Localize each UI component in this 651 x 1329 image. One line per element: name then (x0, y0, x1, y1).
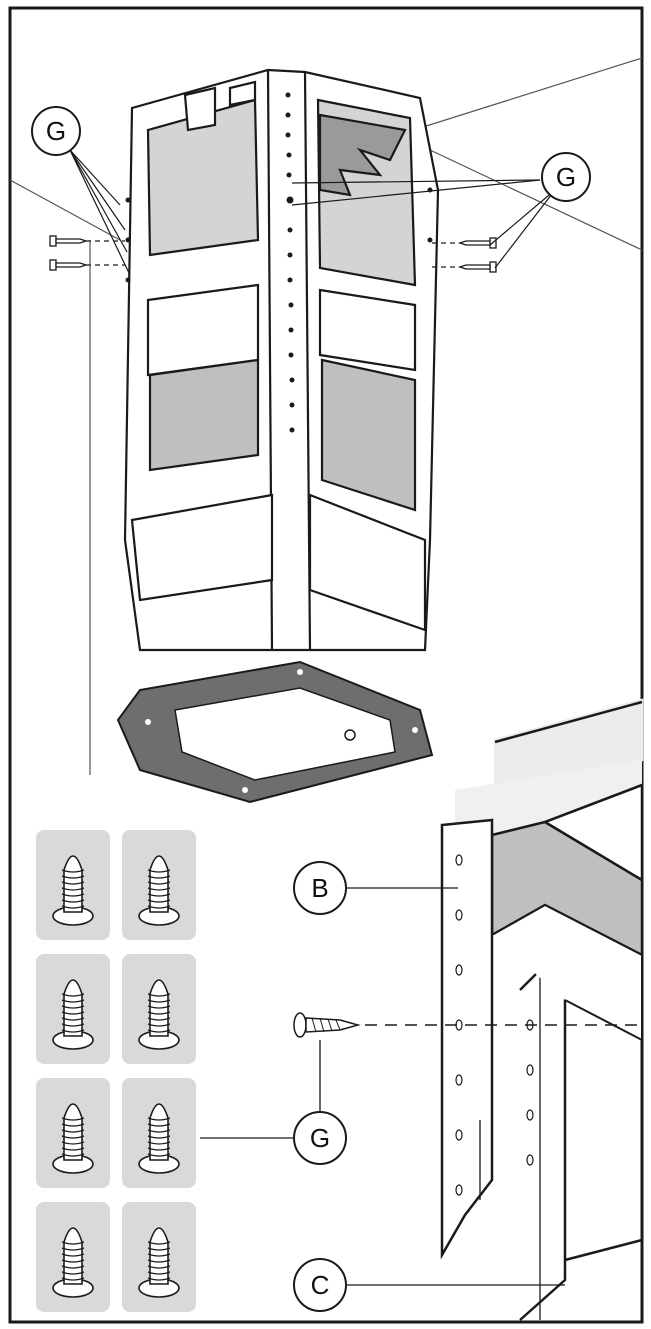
base-plate-opening (174, 687, 396, 781)
duct-frame (123, 68, 440, 652)
screw-dashed-paths (86, 240, 460, 268)
screw-tile-4 (122, 954, 196, 1064)
screw-tile-6 (122, 1078, 196, 1188)
base-plate-holes (145, 669, 418, 793)
leaders-bottom (200, 887, 565, 1286)
svg-text:B: B (311, 873, 328, 903)
bracket-holes (455, 854, 534, 1196)
screw-tile-8 (122, 1202, 196, 1312)
svg-text:G: G (556, 162, 576, 192)
screw-tile-7 (36, 1202, 110, 1312)
frame-holes (125, 92, 433, 433)
screws-top-right (457, 237, 497, 273)
leaders-top (69, 149, 556, 276)
screw-tiles (36, 830, 196, 1312)
detail-screw (293, 1012, 361, 1038)
wall-lines (9, 57, 643, 775)
callout-g-top-right: G (541, 152, 591, 202)
screw-tile-5 (36, 1078, 110, 1188)
screws-top-left (49, 235, 89, 271)
svg-text:G: G (46, 116, 66, 146)
screw-tile-3 (36, 954, 110, 1064)
bracket-detail (440, 698, 644, 1321)
callout-c: C (293, 1258, 347, 1312)
callout-g-bottom: G (293, 1111, 347, 1165)
svg-text:G: G (310, 1123, 330, 1153)
svg-text:C: C (311, 1270, 330, 1300)
screw-tile-2 (122, 830, 196, 940)
callout-g-top-left: G (31, 106, 81, 156)
screw-tile-1 (36, 830, 110, 940)
callout-b: B (293, 861, 347, 915)
